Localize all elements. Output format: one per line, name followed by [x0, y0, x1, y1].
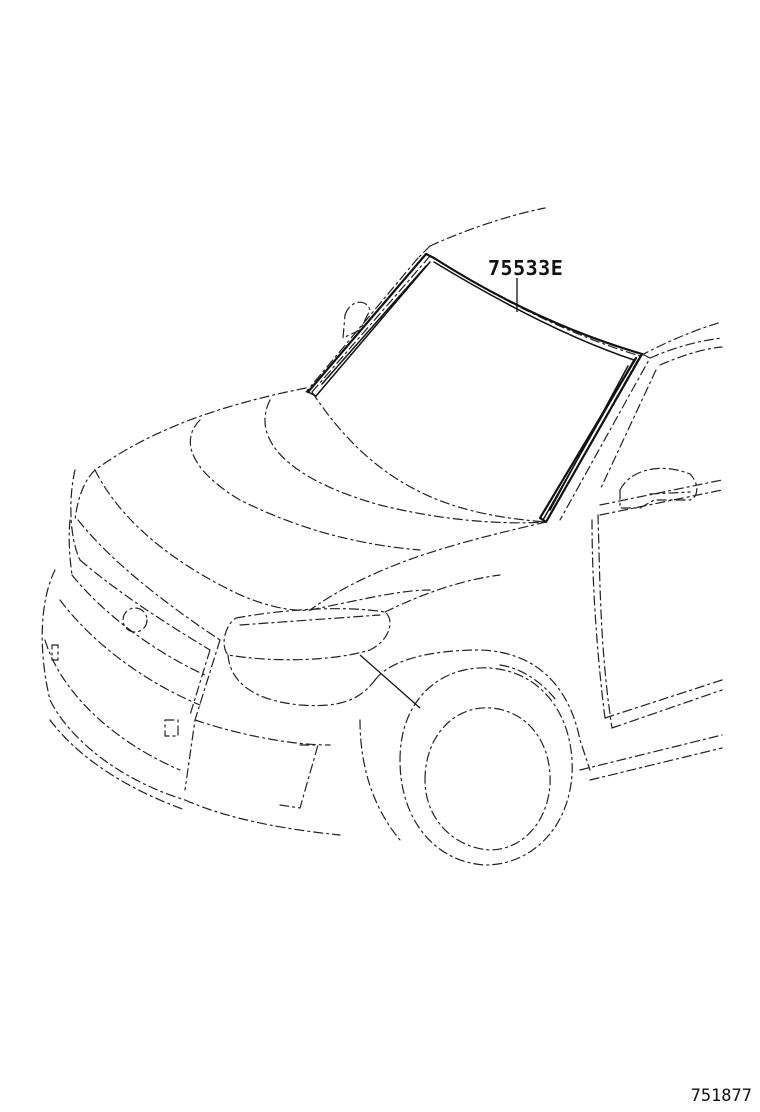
front-wheel [399, 664, 573, 866]
front-grille [59, 469, 221, 791]
diagram-id: 751877 [690, 1086, 752, 1106]
hood [74, 387, 547, 611]
side-window [599, 337, 723, 516]
headlight [223, 608, 391, 661]
lower-body [579, 514, 723, 781]
leader-lines [359, 278, 518, 709]
windshield [311, 255, 641, 523]
part-number-label: 75533E [488, 256, 564, 280]
roof-outline [417, 207, 723, 357]
front-bumper [41, 569, 376, 836]
right-mirror [619, 467, 698, 509]
a-pillars [305, 257, 651, 521]
windshield-molding [306, 252, 644, 524]
front-fender [309, 574, 591, 841]
left-mirror [342, 301, 371, 339]
